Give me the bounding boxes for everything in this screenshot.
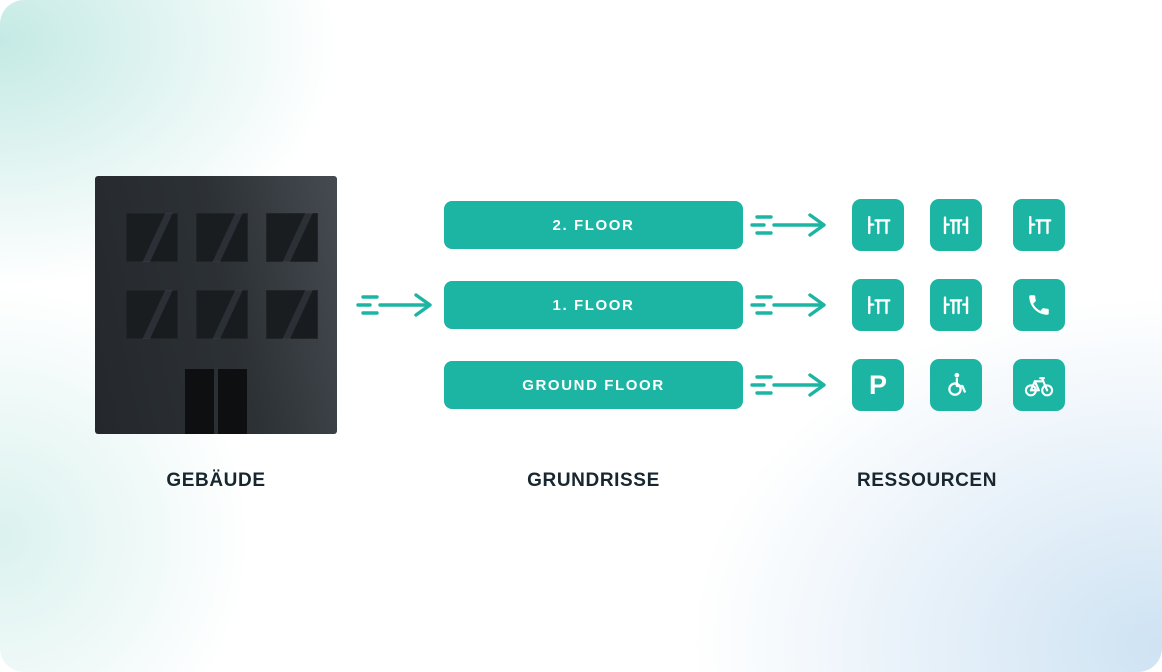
- building-door: [185, 369, 214, 434]
- arrow-building-to-floorplans-icon: [356, 288, 436, 322]
- phone-icon: [1029, 295, 1049, 315]
- meeting-table-icon: [943, 296, 969, 315]
- resources-column-label: RESSOURCEN: [856, 470, 998, 491]
- floor-button-label: 1. FLOOR: [552, 296, 635, 314]
- floorplans-column-label: GRUNDRISSE: [527, 470, 660, 491]
- building-illustration: [95, 176, 337, 434]
- arrow-floor2-to-resources-icon: [750, 208, 830, 242]
- resource-tile-meeting-table[interactable]: [930, 199, 982, 251]
- resource-tile-wheelchair[interactable]: [930, 359, 982, 411]
- building-column-label: GEBÄUDE: [166, 470, 266, 491]
- building-window: [126, 213, 178, 262]
- floor-button-label: 2. FLOOR: [552, 216, 635, 234]
- building-window: [266, 213, 318, 262]
- desk-icon: [868, 295, 891, 315]
- building-door: [218, 369, 247, 434]
- building-windows: [95, 176, 337, 339]
- desk-icon: [1029, 215, 1052, 235]
- resource-tile-meeting-table[interactable]: [930, 279, 982, 331]
- floor-button-label: GROUND FLOOR: [522, 376, 665, 394]
- building-window: [266, 290, 318, 339]
- resource-tile-desk[interactable]: [1013, 199, 1065, 251]
- resource-tile-desk[interactable]: [852, 199, 904, 251]
- arrow-floor1-to-resources-icon: [750, 288, 830, 322]
- floor-button-1st-floor[interactable]: 1. FLOOR: [444, 281, 743, 329]
- desk-icon: [868, 215, 891, 235]
- meeting-table-icon: [943, 216, 969, 235]
- resource-tile-desk[interactable]: [852, 279, 904, 331]
- arrow-groundfloor-to-resources-icon: [750, 368, 830, 402]
- resource-tile-phone[interactable]: [1013, 279, 1065, 331]
- resource-tile-bicycle[interactable]: [1013, 359, 1065, 411]
- building-window: [196, 213, 248, 262]
- floor-button-ground-floor[interactable]: GROUND FLOOR: [444, 361, 743, 409]
- building-window: [196, 290, 248, 339]
- building-doors: [185, 369, 247, 434]
- floor-button-2nd-floor[interactable]: 2. FLOOR: [444, 201, 743, 249]
- bicycle-icon: [1024, 377, 1054, 397]
- resource-tile-parking[interactable]: P: [852, 359, 904, 411]
- wheelchair-icon: [948, 372, 966, 396]
- building-window: [126, 290, 178, 339]
- parking-icon: P: [868, 369, 887, 400]
